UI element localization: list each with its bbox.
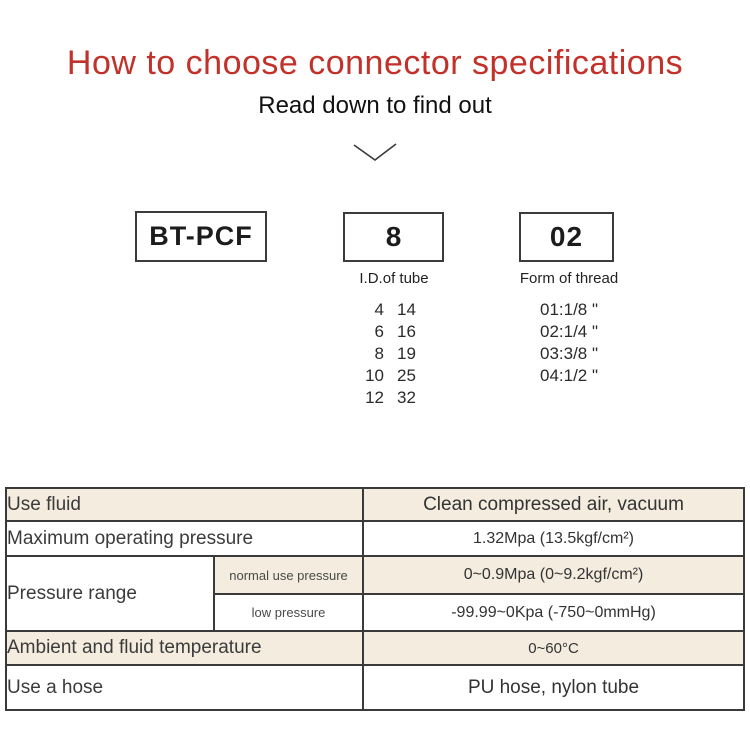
- spec-value: -99.99~0Kpa (-750~0mmHg): [362, 593, 745, 632]
- list-item: 12 32: [340, 387, 433, 409]
- list-item: 8 19: [340, 343, 433, 365]
- spec-sublabel: normal use pressure: [212, 555, 365, 595]
- page-title: How to choose connector specifications: [66, 44, 684, 82]
- list-item: 01:1/8 ": [540, 300, 599, 319]
- tube-id-value: 8: [374, 344, 384, 363]
- table-row: Ambient and fluid temperature 0~60°C: [4, 630, 745, 666]
- table-row: Maximum operating pressure 1.32Mpa (13.5…: [4, 520, 745, 557]
- tube-od-value: 16: [397, 322, 416, 341]
- spec-value: 0~0.9Mpa (0~9.2kgf/cm²): [362, 555, 745, 595]
- spec-value: PU hose, nylon tube: [362, 664, 745, 711]
- down-chevron-icon: [352, 141, 398, 163]
- spec-value: 1.32Mpa (13.5kgf/cm²): [362, 520, 745, 557]
- thread-form-caption: Form of thread: [519, 270, 619, 287]
- tube-od-value: 32: [397, 388, 416, 407]
- list-item: 4 14: [340, 299, 433, 321]
- page-subtitle: Read down to find out: [258, 92, 492, 119]
- spec-label: Use a hose: [4, 664, 365, 711]
- list-item: 02:1/4 ": [540, 322, 599, 341]
- tube-id-value: 10: [365, 366, 384, 385]
- spec-value: 0~60°C: [362, 630, 745, 666]
- table-row: Use fluid Clean compressed air, vacuum: [4, 487, 745, 522]
- table-row: Use a hose PU hose, nylon tube: [4, 664, 745, 711]
- spec-value: Clean compressed air, vacuum: [362, 487, 745, 522]
- tube-id-value: 12: [365, 388, 384, 407]
- table-row: Pressure range normal use pressure 0~0.9…: [5, 555, 745, 632]
- spec-sublabel: low pressure: [212, 593, 365, 632]
- list-item: 03:3/8 ": [540, 344, 599, 363]
- tube-od-value: 14: [397, 300, 416, 319]
- thread-code-label: 02: [549, 221, 584, 252]
- size-code-label: 8: [385, 221, 402, 252]
- spec-label: Pressure range: [5, 555, 215, 632]
- tube-size-list: 4 14 6 16 8 19 10 25 12 32: [340, 299, 433, 409]
- model-code-box: BT-PCF: [135, 211, 267, 262]
- size-code-box: 8: [343, 212, 444, 262]
- list-item: 6 16: [340, 321, 433, 343]
- model-code-label: BT-PCF: [149, 221, 253, 251]
- thread-form-list: 01:1/8 " 02:1/4 " 03:3/8 " 04:1/2 ": [540, 299, 598, 387]
- list-item: 10 25: [340, 365, 433, 387]
- spec-label: Ambient and fluid temperature: [4, 630, 365, 666]
- spec-label: Maximum operating pressure: [4, 520, 365, 557]
- tube-id-value: 4: [374, 300, 384, 319]
- thread-code-box: 02: [519, 212, 614, 262]
- tube-od-value: 25: [397, 366, 416, 385]
- tube-od-value: 19: [397, 344, 416, 363]
- spec-table: Use fluid Clean compressed air, vacuum M…: [4, 487, 745, 711]
- list-item: 04:1/2 ": [540, 366, 599, 385]
- tube-id-caption: I.D.of tube: [359, 270, 429, 287]
- table-row: low pressure -99.99~0Kpa (-750~0mmHg): [6, 593, 745, 632]
- tube-id-value: 6: [374, 322, 384, 341]
- spec-label: Use fluid: [4, 487, 365, 522]
